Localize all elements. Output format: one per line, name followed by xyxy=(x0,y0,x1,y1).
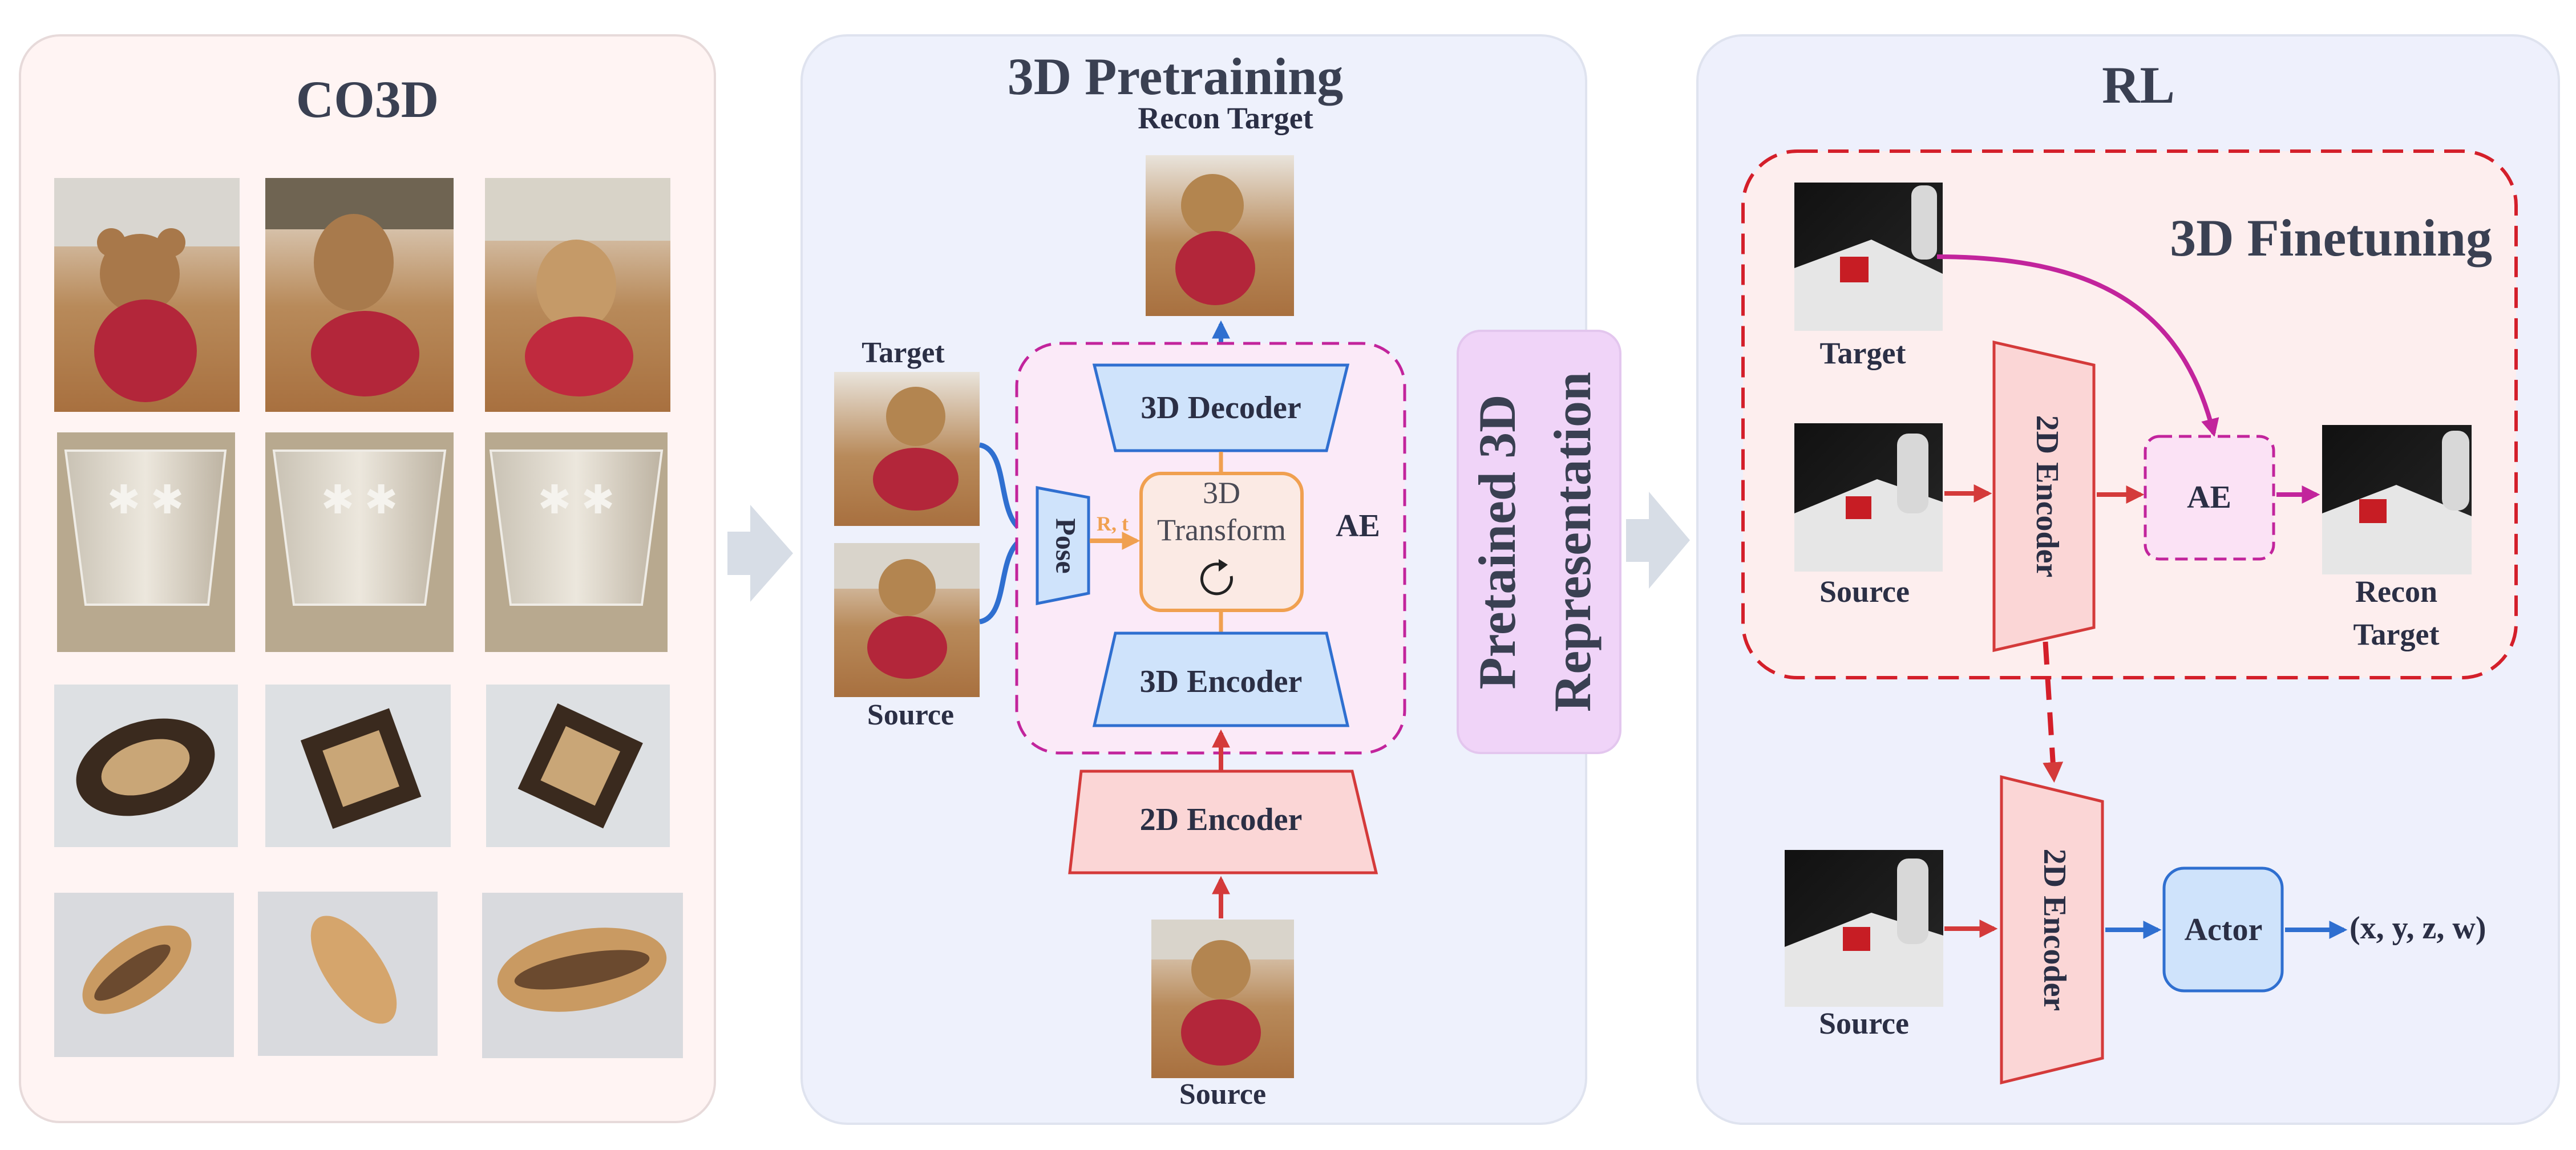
svg-text:✱ ✱: ✱ ✱ xyxy=(538,479,615,523)
co3d-row-hotdog xyxy=(54,892,683,1058)
transform-label-line1: 3D xyxy=(1203,476,1240,510)
finetuning-title: 3D Finetuning xyxy=(2170,209,2492,267)
rl-target-image xyxy=(1794,183,1943,331)
vase-photo: ✱ ✱ xyxy=(57,432,235,652)
glove-photo xyxy=(265,685,451,847)
encoder-2d-label: 2D Encoder xyxy=(1140,802,1303,837)
action-output-label: (x, y, z, w) xyxy=(2349,910,2486,946)
glove-photo xyxy=(486,685,670,847)
hotdog-photo xyxy=(54,893,234,1057)
bottom-source-label: Source xyxy=(1179,1078,1266,1111)
pretrained-representation-block: Pretained 3D Representation xyxy=(1457,330,1621,754)
decoder-3d-block: 3D Decoder xyxy=(1092,363,1350,452)
rl-bottom-encoder-label: 2D Encoder xyxy=(2037,849,2072,1011)
co3d-panel: CO3D xyxy=(19,34,716,1123)
rl-source-label: Source xyxy=(1819,574,1910,609)
rl-source-image xyxy=(1794,423,1943,572)
actor-label: Actor xyxy=(2185,912,2263,947)
pretrained-line1: Pretained 3D xyxy=(1468,394,1526,689)
hotdog-photo xyxy=(258,892,438,1056)
pose-block: Pose xyxy=(1036,485,1090,606)
pose-label: Pose xyxy=(1050,518,1082,573)
co3d-row-vase: ✱ ✱ ✱ ✱ ✱ ✱ xyxy=(57,432,668,652)
rl-recon-label-line1: Recon xyxy=(2355,574,2437,609)
rl-recon-label-line2: Target xyxy=(2353,617,2440,651)
vase-photo: ✱ ✱ xyxy=(485,432,668,652)
rl-bottom-encoder-block: 2D Encoder xyxy=(2000,775,2104,1085)
rl-ae-block: AE xyxy=(2144,435,2275,561)
recon-target-label: Recon Target xyxy=(1138,101,1313,135)
vase-photo: ✱ ✱ xyxy=(265,432,454,652)
rl-ae-label: AE xyxy=(2187,480,2231,515)
transform-3d-block: 3D Transform xyxy=(1139,472,1304,612)
bottom-source-image xyxy=(1151,920,1294,1078)
encoder-2d-block: 2D Encoder xyxy=(1068,770,1378,874)
pretraining-panel: 3D Pretraining Recon Target Target Sourc… xyxy=(800,34,1587,1125)
co3d-title: CO3D xyxy=(296,70,439,128)
encoder-3d-label: 3D Encoder xyxy=(1140,664,1303,699)
target-image xyxy=(834,372,980,526)
hotdog-photo xyxy=(482,893,683,1058)
target-label: Target xyxy=(862,337,945,369)
rt-label: R, t xyxy=(1097,512,1129,535)
encoder-3d-block: 3D Encoder xyxy=(1092,631,1350,727)
bear-photo xyxy=(485,178,670,412)
decoder-3d-label: 3D Decoder xyxy=(1141,390,1301,426)
svg-text:✱ ✱: ✱ ✱ xyxy=(107,479,184,523)
rl-encoder-block: 2D Encoder xyxy=(1992,340,2096,653)
transform-label-line2: Transform xyxy=(1157,513,1286,547)
bear-photo xyxy=(54,178,240,412)
target-to-ae-connector xyxy=(1936,254,2219,438)
co3d-row-glove xyxy=(54,685,670,847)
glove-photo xyxy=(54,685,238,847)
arrow-weights-transfer xyxy=(2043,641,2064,783)
actor-block: Actor xyxy=(2162,866,2284,993)
right-arrow-icon xyxy=(727,505,793,602)
source-label: Source xyxy=(867,699,954,731)
recon-target-image xyxy=(1146,155,1294,316)
rl-recon-image xyxy=(2322,425,2472,574)
right-arrow-icon xyxy=(1626,492,1690,589)
rl-bottom-source-label: Source xyxy=(1819,1006,1909,1040)
rl-bottom-source-image xyxy=(1785,850,1943,1007)
pretraining-title: 3D Pretraining xyxy=(1008,47,1344,106)
ae-label: AE xyxy=(1336,508,1380,544)
rl-title: RL xyxy=(2102,56,2175,114)
rotation-icon xyxy=(1200,559,1233,596)
svg-text:✱ ✱: ✱ ✱ xyxy=(321,479,398,523)
rl-encoder-label: 2D Encoder xyxy=(2029,415,2065,578)
bear-photo xyxy=(265,178,454,412)
pretrained-line2: Representation xyxy=(1543,372,1602,712)
co3d-row-bear xyxy=(54,178,670,412)
source-image xyxy=(834,543,980,697)
rl-panel: RL 3D Finetuning Target Source 2D Encode… xyxy=(1696,34,2560,1125)
rl-target-label: Target xyxy=(1820,336,1906,370)
